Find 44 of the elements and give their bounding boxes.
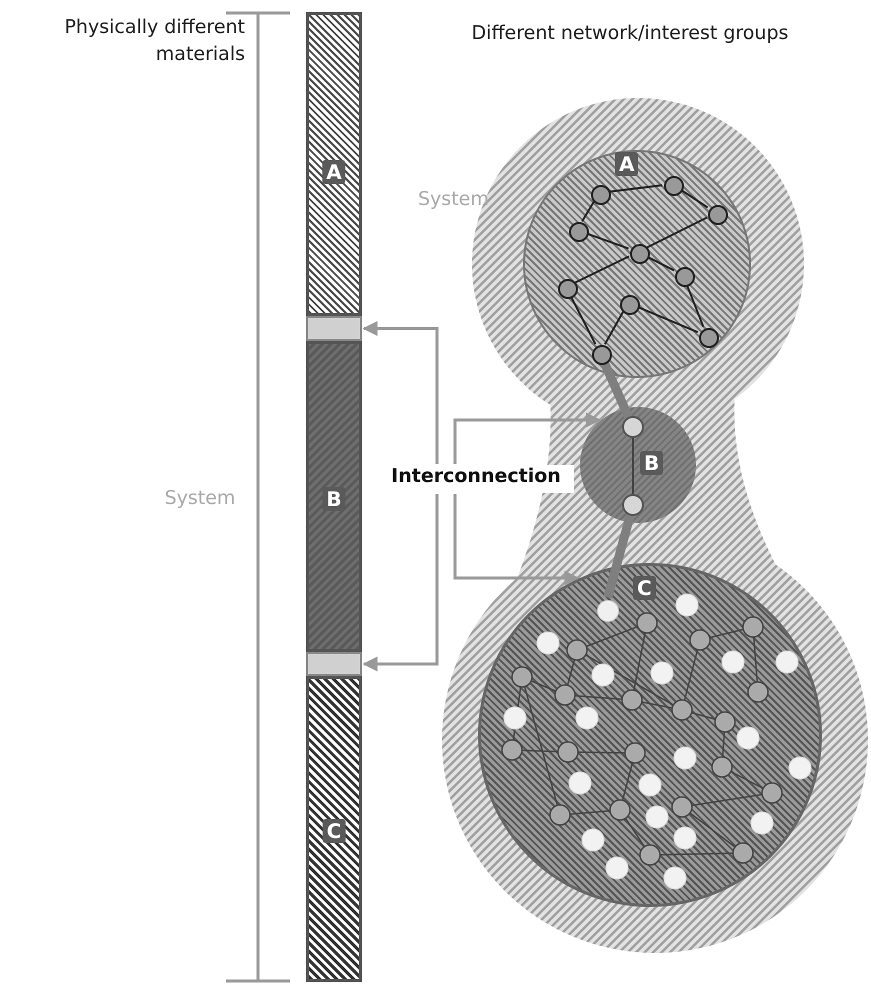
network-dot [708, 205, 728, 225]
joint-box [306, 652, 362, 676]
network-dot [699, 328, 719, 348]
network-dot [675, 267, 695, 287]
joint-box [306, 316, 362, 341]
letter-label: B [640, 451, 664, 475]
heading: Different network/interest groups [470, 21, 790, 46]
network-dot [622, 494, 644, 516]
network-link [636, 306, 698, 334]
network-dot [630, 244, 650, 264]
network-link [680, 188, 708, 208]
network-dot [622, 416, 644, 438]
letter-label: B [322, 487, 346, 511]
network-link [632, 438, 634, 494]
network-link [581, 201, 595, 222]
network-link [574, 255, 630, 284]
link-bar [600, 360, 633, 419]
network-dot [620, 295, 640, 315]
network-link [604, 311, 624, 345]
network-link [586, 232, 629, 250]
network-dot [591, 185, 611, 205]
heading: Physically different materials [63, 15, 245, 67]
letter-label: C [633, 576, 656, 600]
network-link [570, 295, 596, 345]
region-label: System [418, 187, 490, 212]
material-bar [306, 341, 362, 652]
network-dot [592, 345, 612, 365]
letter-label: A [322, 160, 346, 184]
network-link [608, 184, 662, 193]
network-dot [558, 279, 578, 299]
bracket-label: System [164, 486, 236, 511]
letter-label: C [322, 819, 346, 843]
arrow [362, 494, 438, 672]
material-bar [306, 12, 362, 316]
arrow [454, 412, 601, 464]
arrow [454, 494, 580, 586]
network-dot [597, 600, 619, 622]
network-dot [664, 176, 684, 196]
network-link [646, 256, 675, 272]
letter-label: A [615, 152, 638, 176]
arrow [362, 321, 438, 464]
network-dot [569, 222, 589, 242]
network-link [646, 216, 708, 248]
material-bar [306, 676, 362, 982]
